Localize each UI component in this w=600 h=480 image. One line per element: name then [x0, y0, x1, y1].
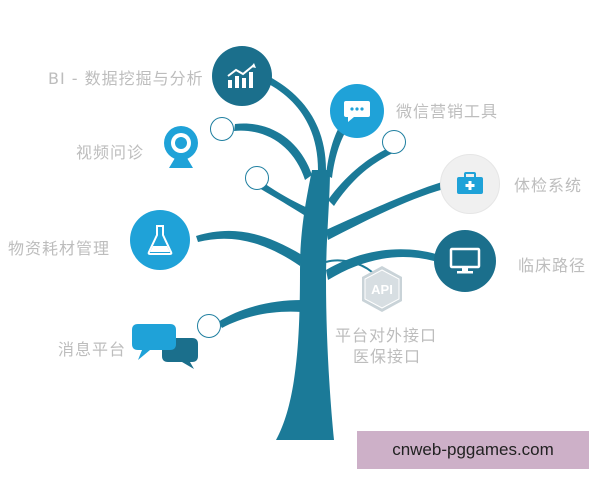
monitor-icon	[449, 247, 481, 274]
connector-circle	[245, 166, 269, 190]
checkup-node[interactable]	[440, 154, 500, 214]
materials-node[interactable]	[130, 210, 190, 270]
api-label-line1: 平台对外接口	[335, 326, 438, 345]
wechat-node[interactable]	[330, 84, 384, 138]
materials-label: 物资耗材管理	[8, 239, 111, 258]
branch-checkup	[326, 182, 444, 240]
speech-bubbles-icon	[132, 324, 198, 369]
webcam-icon	[164, 126, 198, 168]
bi-label: BI - 数据挖掘与分析	[48, 69, 204, 88]
checkup-label: 体检系统	[514, 176, 583, 195]
wechat-label: 微信营销工具	[396, 102, 499, 121]
briefcase-medical-icon	[457, 172, 483, 194]
clinical-label: 临床路径	[518, 256, 587, 275]
tree-trunk	[276, 170, 334, 440]
watermark-text: cnweb-pggames.com	[392, 440, 554, 459]
clinical-node[interactable]	[434, 230, 496, 292]
chat-bubble-icon	[344, 101, 370, 122]
branch-wechat	[326, 112, 356, 178]
flask-icon	[147, 225, 173, 255]
connector-circle	[197, 314, 221, 338]
messaging-label: 消息平台	[58, 340, 127, 359]
branch-messaging	[218, 300, 302, 328]
api-hexagon-icon[interactable]: API	[359, 264, 405, 314]
video-node[interactable]	[160, 124, 202, 172]
branch-right-hollow	[328, 146, 395, 206]
video-label: 视频问诊	[76, 143, 145, 162]
branch-clinical	[326, 249, 436, 280]
branch-api	[325, 259, 373, 273]
branch-bi	[265, 76, 326, 170]
watermark-banner: cnweb-pggames.com	[357, 431, 589, 469]
api-label-line2: 医保接口	[353, 347, 422, 366]
connector-circle	[382, 130, 406, 154]
bi-node[interactable]	[212, 46, 272, 106]
branch-top-left	[234, 123, 312, 180]
branch-materials	[196, 230, 302, 266]
connector-circle	[210, 117, 234, 141]
bar-chart-trend-icon	[227, 63, 256, 88]
branch-video	[256, 180, 308, 215]
messaging-node[interactable]	[132, 320, 200, 370]
api-badge-text: API	[371, 282, 393, 297]
